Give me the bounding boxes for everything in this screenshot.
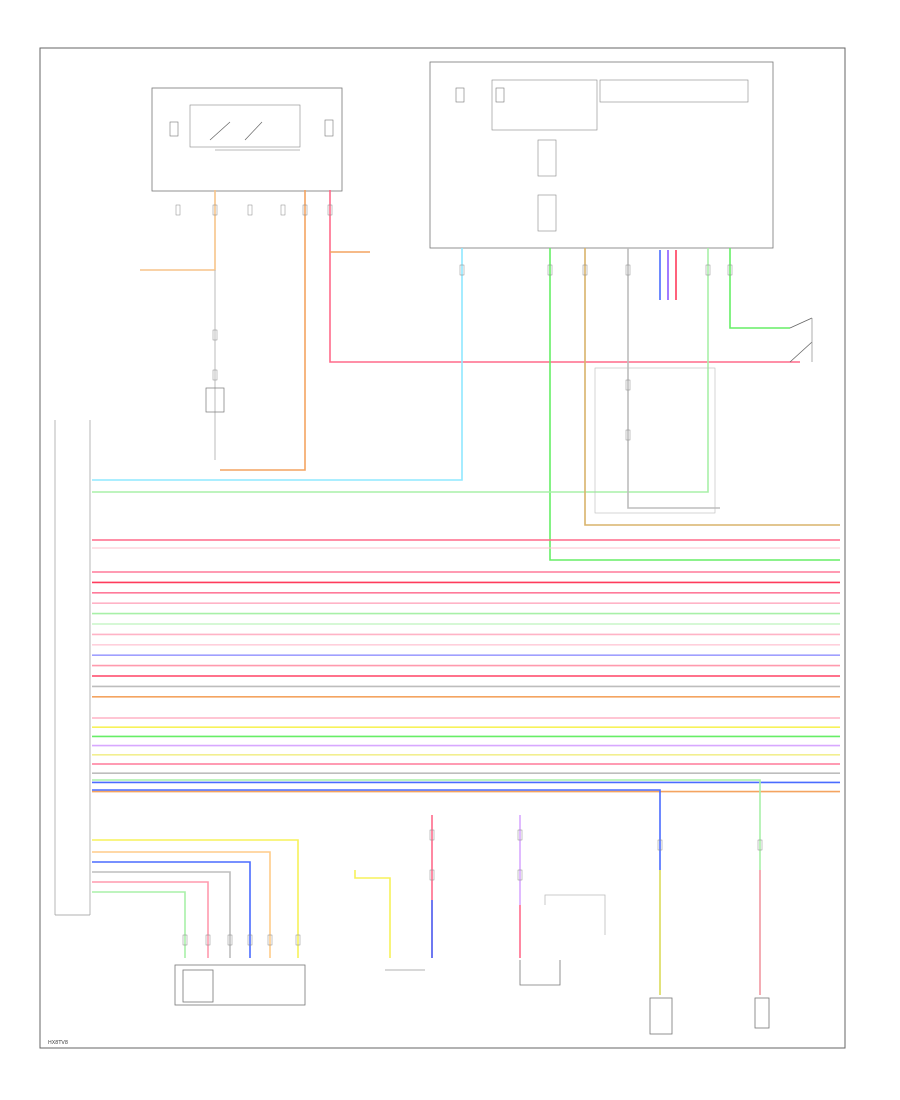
page-id: HX8TV8 (48, 1040, 68, 1046)
connector-tick (429, 829, 435, 841)
connector-tick (175, 204, 181, 216)
connector-tick (182, 934, 188, 946)
bus-wires-group-2 (92, 717, 840, 793)
brake-switch (594, 317, 813, 514)
connector-tick (582, 264, 588, 276)
solenoid-box (754, 997, 770, 1029)
lower-sensor-wires (92, 779, 761, 995)
connector-tick (327, 204, 333, 216)
bus-wires-group-1 (92, 571, 840, 698)
connector-tick (705, 264, 711, 276)
connector-tick (547, 264, 553, 276)
ecm-connector-strip (54, 420, 91, 916)
connector-tick (247, 934, 253, 946)
diagram-frame (39, 47, 846, 1049)
connector-tick (657, 839, 663, 851)
connector-tick (212, 204, 218, 216)
connector-tick (625, 379, 631, 391)
speed-sensor-box (649, 997, 673, 1035)
connector-tick (205, 934, 211, 946)
top-vertical-wires (92, 190, 840, 561)
connector-tick (280, 204, 286, 216)
connector-tick (267, 934, 273, 946)
connector-tick (757, 839, 763, 851)
connector-tick (247, 204, 253, 216)
control-unit-box (429, 61, 774, 249)
connector-tick (212, 329, 218, 341)
app-sensor-box (174, 964, 306, 1006)
connector-tick (302, 204, 308, 216)
connector-tick (459, 264, 465, 276)
connector-tick (295, 934, 301, 946)
lower-components (174, 894, 770, 1035)
connector-tick (429, 869, 435, 881)
connector-tick (727, 264, 733, 276)
connector-tick (625, 264, 631, 276)
connector-tick (227, 934, 233, 946)
connector-tick (625, 429, 631, 441)
connector-tick (212, 369, 218, 381)
relay-box (151, 87, 343, 192)
connector-tick (517, 829, 523, 841)
connector-ticks (175, 204, 763, 946)
connector-tick (517, 869, 523, 881)
